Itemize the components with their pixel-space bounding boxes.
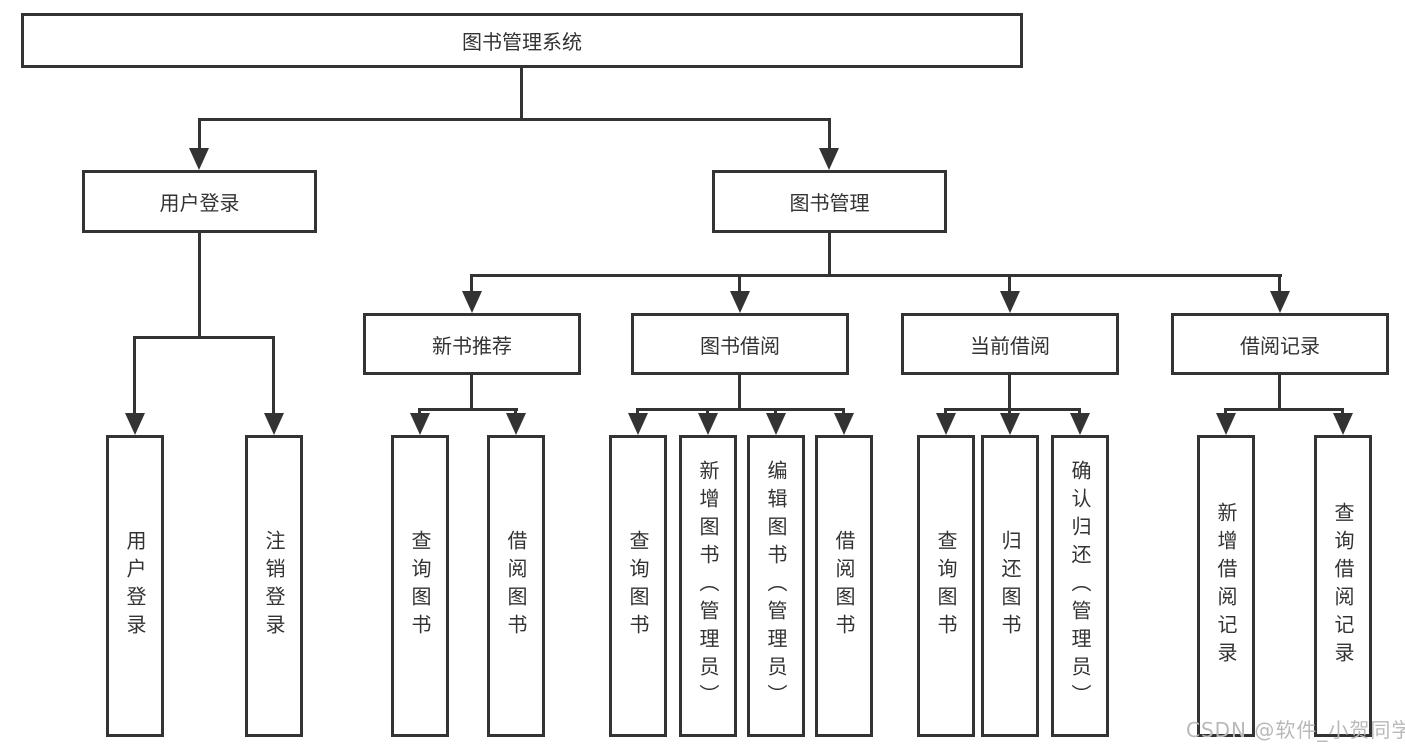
connector-drop [1008,408,1011,413]
arrow-down-icon [819,148,839,170]
connector-trunk [828,233,831,274]
node-book-management: 图书管理 [712,170,947,233]
leaf-query-borrow-record: 查询借阅记录 [1314,435,1372,737]
leaf-label: 编辑图书（管理员） [764,460,788,712]
arrow-down-icon [1333,413,1353,435]
connector-drop [1341,408,1344,413]
connector-branch [944,408,1081,411]
leaf-label: 查询图书 [408,530,432,642]
watermark: CSDN @软件_小贺同学 [1186,718,1405,742]
connector-drop [198,118,201,148]
leaf-query-books: 查询图书 [917,435,975,737]
connector-drop [1224,408,1227,413]
leaf-query-books: 查询图书 [609,435,667,737]
arrow-down-icon [936,413,956,435]
arrow-down-icon [189,148,209,170]
arrow-down-icon [1070,413,1090,435]
leaf-user-login: 用户登录 [106,435,164,737]
connector-branch [636,408,845,411]
node-label: 图书借阅 [700,333,780,358]
leaf-label: 借阅图书 [832,530,856,642]
arrow-down-icon [264,413,284,435]
connector-drop [706,408,709,413]
leaf-label: 新增图书（管理员） [696,460,720,712]
leaf-logout: 注销登录 [245,435,303,737]
leaf-edit-books-admin: 编辑图书（管理员） [747,435,805,737]
node-user-login: 用户登录 [82,170,317,233]
connector-drop [738,274,741,291]
node-borrow-records: 借阅记录 [1171,313,1389,375]
arrow-down-icon [1270,291,1290,313]
leaf-add-books-admin: 新增图书（管理员） [679,435,737,737]
arrow-down-icon [1000,413,1020,435]
connector-drop [842,408,845,413]
arrow-down-icon [834,413,854,435]
connector-drop [828,118,831,148]
leaf-label: 查询图书 [626,530,650,642]
node-user-login-label: 用户登录 [159,191,240,215]
leaf-label: 查询借阅记录 [1331,502,1355,670]
arrow-down-icon [628,413,648,435]
connector-drop [418,408,421,413]
leaf-label: 查询图书 [934,530,958,642]
node-current-borrow: 当前借阅 [901,313,1119,375]
connector-branch [470,274,1282,277]
arrow-down-icon [1000,291,1020,313]
connector-drop [1278,274,1281,291]
connector-branch [133,336,275,339]
connector-trunk [1278,375,1281,408]
leaf-add-borrow-record: 新增借阅记录 [1197,435,1255,737]
connector-branch [418,408,518,411]
leaf-borrow-books: 借阅图书 [815,435,873,737]
arrow-down-icon [1216,413,1236,435]
connector-trunk [738,375,741,408]
leaf-query-books: 查询图书 [391,435,449,737]
leaf-confirm-return-admin: 确认归还（管理员） [1051,435,1109,737]
connector-drop [514,408,517,413]
node-label: 新书推荐 [432,333,512,358]
leaf-label: 用户登录 [123,530,147,642]
leaf-label: 借阅图书 [504,530,528,642]
arrow-down-icon [506,413,526,435]
connector-drop [470,274,473,291]
connector-drop [774,408,777,413]
node-new-book-recommend: 新书推荐 [363,313,581,375]
connector-trunk [520,68,523,118]
node-root-label: 图书管理系统 [462,30,582,54]
leaf-label: 确认归还（管理员） [1068,460,1092,712]
leaf-label: 注销登录 [262,530,286,642]
connector-drop [1008,274,1011,291]
arrow-down-icon [730,291,750,313]
node-book-borrow: 图书借阅 [631,313,849,375]
node-label: 借阅记录 [1240,333,1320,358]
connector-drop [636,408,639,413]
leaf-label: 新增借阅记录 [1214,502,1238,670]
connector-drop [272,336,275,413]
connector-branch [198,118,831,121]
connector-trunk [1008,375,1011,408]
connector-trunk [198,233,201,336]
leaf-borrow-books: 借阅图书 [487,435,545,737]
arrow-down-icon [125,413,145,435]
connector-trunk [470,375,473,408]
node-book-management-label: 图书管理 [789,191,870,215]
node-label: 当前借阅 [970,333,1050,358]
leaf-label: 归还图书 [998,530,1022,642]
leaf-return-books: 归还图书 [981,435,1039,737]
arrow-down-icon [462,291,482,313]
connector-branch [1224,408,1343,411]
connector-drop [133,336,136,413]
connector-drop [944,408,947,413]
arrow-down-icon [766,413,786,435]
arrow-down-icon [410,413,430,435]
node-root: 图书管理系统 [21,13,1023,68]
connector-drop [1078,408,1081,413]
arrow-down-icon [698,413,718,435]
